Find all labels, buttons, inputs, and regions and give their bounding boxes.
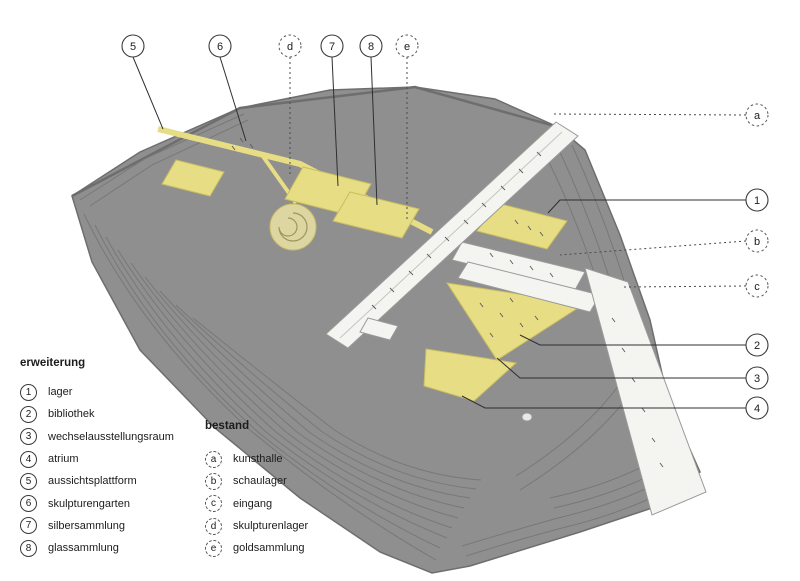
legend-label-skulpturenlager: skulpturenlager (233, 520, 309, 533)
callout-d: d (278, 34, 302, 58)
callout-a: a (745, 103, 769, 127)
legend-key-a: a (205, 450, 222, 468)
callout-markers: 5 6 d 7 8 e a 1 (121, 34, 769, 420)
callout-5: 5 (121, 34, 145, 58)
spiral-ramp-inner (278, 212, 308, 242)
legend-key-7: 7 (20, 517, 37, 535)
legend-label-schaulager: schaulager (233, 475, 287, 488)
callout-2-label: 2 (754, 340, 760, 352)
spiral-ramp (269, 203, 317, 251)
legend-key-c: c (205, 495, 222, 513)
legend-item-skulpturenlager: d skulpturenlager (205, 515, 308, 537)
legend-item-schaulager: b schaulager (205, 470, 308, 492)
leader-2 (519, 334, 746, 346)
callout-3: 3 (745, 366, 769, 390)
legend-label-glassammlung: glassammlung (48, 542, 119, 555)
callout-7-label: 7 (329, 41, 335, 53)
legend-item-wechselausstellungsraum: 3 wechselausstellungsraum (20, 426, 174, 448)
kunsthalle-gallery (325, 121, 579, 349)
callout-5-label: 5 (130, 41, 136, 53)
callout-e-label: e (404, 41, 410, 53)
callout-4: 4 (745, 396, 769, 420)
extension-highlights (157, 126, 586, 402)
existing-buildings (325, 121, 707, 516)
callout-1-label: 1 (754, 195, 760, 207)
legend-key-1: 1 (20, 383, 37, 401)
legend-key-8: 8 (20, 539, 37, 557)
leader-4 (461, 395, 746, 409)
legend-label-lager: lager (48, 386, 73, 399)
legend-item-aussichtsplattform: 5 aussichtsplattform (20, 470, 174, 492)
glassammlung-area (332, 191, 420, 239)
legend-key-4: 4 (20, 450, 37, 468)
leader-6 (219, 56, 247, 142)
legend-label-eingang: eingang (233, 497, 273, 510)
legend-key-5: 5 (20, 472, 37, 490)
legend-erweiterung: erweiterung 1 lager 2 bibliothek 3 wechs… (20, 357, 174, 559)
legend-key-3: 3 (20, 428, 37, 446)
legend-item-eingang: c eingang (205, 493, 308, 515)
callout-a-label: a (754, 110, 761, 122)
legend-bestand-title: bestand (205, 420, 250, 432)
legend-item-atrium: 4 atrium (20, 448, 174, 470)
leader-8 (370, 56, 378, 206)
callout-e: e (395, 34, 419, 58)
legend-item-kunsthalle: a kunsthalle (205, 448, 308, 470)
leader-b (559, 240, 747, 256)
legend-item-silbersammlung: 7 silbersammlung (20, 515, 174, 537)
callout-8-label: 8 (368, 41, 374, 53)
callout-2: 2 (745, 333, 769, 357)
legend-item-skulpturengarten: 6 skulpturengarten (20, 492, 174, 514)
callout-d-label: d (287, 41, 293, 53)
legend-label-bibliothek: bibliothek (48, 408, 95, 421)
legend-erweiterung-title: erweiterung (20, 357, 86, 369)
legend-label-wechselausstellungsraum: wechselausstellungsraum (48, 430, 174, 443)
callout-c: c (745, 274, 769, 298)
callout-6-label: 6 (217, 41, 223, 53)
bibliothek-wechselausstellung-area (445, 282, 586, 361)
figure-ticks (231, 137, 664, 468)
leader-c (623, 285, 747, 288)
callout-b: b (745, 229, 769, 253)
callout-c-label: c (754, 281, 760, 293)
callout-b-label: b (754, 236, 760, 248)
callout-3-label: 3 (754, 373, 760, 385)
legend-label-kunsthalle: kunsthalle (233, 453, 283, 466)
legend-label-silbersammlung: silbersammlung (48, 519, 126, 532)
leader-5 (132, 56, 164, 130)
schaulager-bar-lower (457, 261, 601, 313)
legend-key-2: 2 (20, 405, 37, 423)
legend-key-b: b (205, 472, 222, 490)
leader-1 (547, 199, 746, 214)
yellow-block-west (161, 159, 225, 197)
leader-lines (132, 56, 747, 409)
legend-item-lager: 1 lager (20, 381, 174, 403)
legend-label-atrium: atrium (48, 453, 79, 466)
pebble (521, 412, 533, 422)
legend-bestand: bestand a kunsthalle b schaulager c eing… (205, 420, 308, 559)
legend-item-glassammlung: 8 glassammlung (20, 537, 174, 559)
leader-3 (496, 357, 746, 379)
legend-item-goldsammlung: e goldsammlung (205, 537, 308, 559)
legend-key-6: 6 (20, 495, 37, 513)
callout-7: 7 (320, 34, 344, 58)
legend-item-bibliothek: 2 bibliothek (20, 403, 174, 425)
callout-8: 8 (359, 34, 383, 58)
callout-6: 6 (208, 34, 232, 58)
gallery-center-line (339, 131, 563, 339)
legend-label-aussichtsplattform: aussichtsplattform (48, 475, 137, 488)
small-white-block (359, 317, 399, 341)
slope-wedge (584, 267, 707, 516)
legend-key-d: d (205, 517, 222, 535)
legend-key-e: e (205, 539, 222, 557)
callout-1: 1 (745, 188, 769, 212)
legend-label-goldsammlung: goldsammlung (233, 542, 305, 555)
leader-7 (331, 56, 339, 187)
atrium-area (423, 348, 518, 402)
leader-a (551, 113, 747, 116)
callout-4-label: 4 (754, 403, 760, 415)
legend-label-skulpturengarten: skulpturengarten (48, 497, 130, 510)
